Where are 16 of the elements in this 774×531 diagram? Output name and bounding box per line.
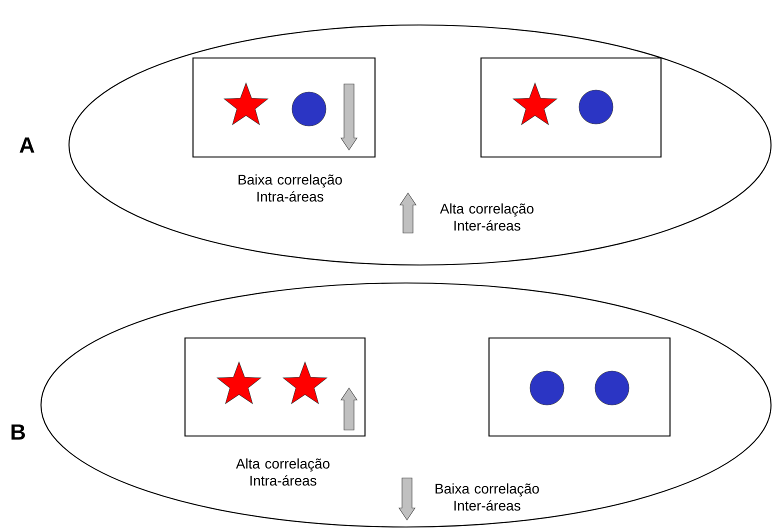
annotation: Baixa correlação Inter-áreas: [436, 483, 539, 511]
circle-symbol: [594, 370, 630, 406]
area-box: [488, 337, 671, 437]
circle-symbol: [530, 370, 564, 406]
star-symbol: [224, 82, 268, 125]
annotation: Baixa correlação Intra-áreas: [238, 174, 342, 202]
circle-symbol: [578, 90, 614, 124]
annotation: Alta correlação Inter-áreas: [440, 203, 534, 231]
circle-symbol: [292, 92, 326, 126]
annotation: Alta correlação Intra-áreas: [236, 458, 330, 486]
star-symbol: [282, 362, 328, 404]
star-symbol: [512, 82, 558, 125]
star-symbol: [216, 362, 262, 404]
area-box: [480, 57, 662, 158]
panel-letter: B: [12, 424, 25, 440]
panel-letter: A: [20, 137, 34, 153]
